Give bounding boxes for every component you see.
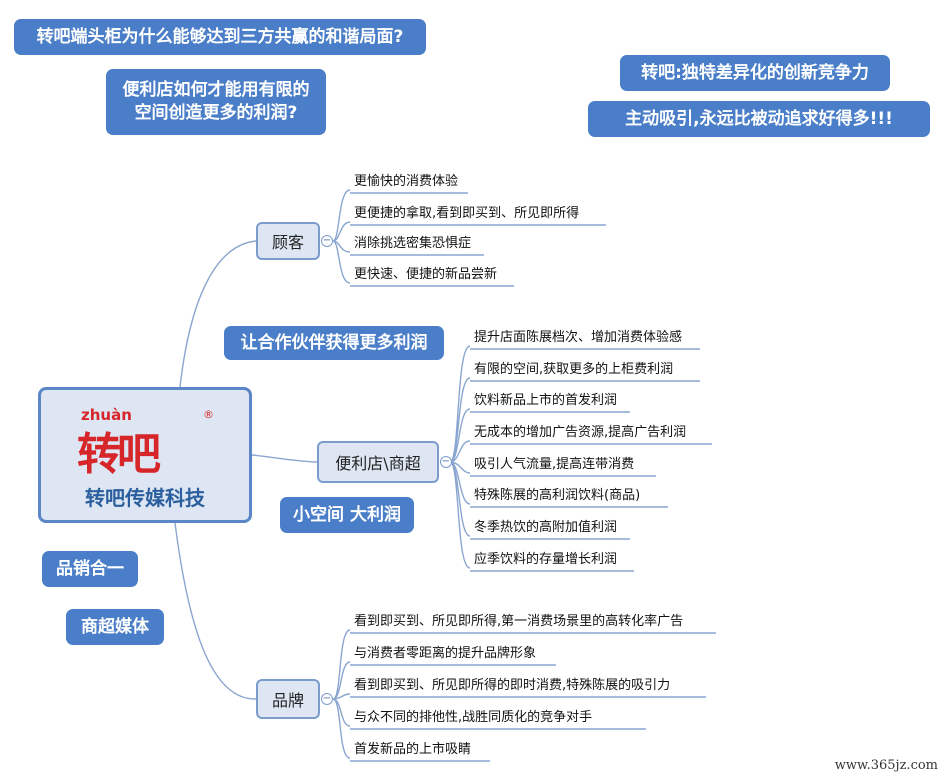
connector-center-store (251, 454, 318, 463)
collapse-toggle-brand[interactable]: − (321, 693, 333, 705)
question-line-2: 空间创造更多的利润? (134, 103, 298, 123)
connector-center-customer (179, 240, 257, 388)
connector-store-leaves (449, 345, 471, 569)
center-logo-node: zhuàn 转吧 ® 转吧传媒科技 (38, 387, 252, 523)
leaf-store-5: 吸引人气流量,提高连带消费 (474, 457, 635, 472)
collapse-toggle-store[interactable]: − (440, 456, 452, 468)
slogan-callout-1: 转吧:独特差异化的创新竞争力 (620, 55, 890, 91)
branch-node-brand[interactable]: 品牌 (256, 679, 320, 719)
leaf-customer-2: 更便捷的拿取,看到即买到、所见即所得 (354, 206, 580, 221)
leaf-brand-5: 首发新品的上市吸睛 (354, 742, 472, 757)
leaf-brand-3: 看到即买到、所见即所得的即时消费,特殊陈展的吸引力 (354, 678, 671, 693)
leaf-brand-2: 与消费者零距离的提升品牌形象 (354, 646, 537, 661)
question-line-1: 便利店如何才能用有限的 (122, 80, 310, 101)
leaf-store-1: 提升店面陈展档次、增加消费体验感 (474, 330, 683, 345)
watermark: www.365jz.com (834, 758, 938, 773)
connector-customer-leaves (332, 189, 351, 284)
leaf-brand-1: 看到即买到、所见即所得,第一消费场景里的高转化率广告 (354, 614, 684, 629)
company-name: 转吧传媒科技 (85, 486, 205, 510)
leaf-store-8: 应季饮料的存量增长利润 (474, 552, 618, 567)
branch-node-store[interactable]: 便利店\商超 (317, 441, 439, 483)
partner-callout: 让合作伙伴获得更多利润 (224, 326, 444, 360)
leaf-store-2: 有限的空间,获取更多的上柜费利润 (474, 362, 674, 377)
brand-merge-callout: 品销合一 (42, 551, 138, 587)
logo-mark: 转吧 (77, 429, 161, 480)
leaf-store-4: 无成本的增加广告资源,提高广告利润 (474, 425, 687, 440)
leaf-store-3: 饮料新品上市的首发利润 (474, 393, 618, 408)
leaf-underlines (350, 192, 716, 762)
leaf-customer-1: 更愉快的消费体验 (354, 174, 459, 189)
leaf-customer-4: 更快速、便捷的新品尝新 (354, 267, 498, 282)
leaf-customer-3: 消除挑选密集恐惧症 (354, 236, 472, 251)
connector-center-brand (174, 522, 257, 700)
connector-brand-leaves (332, 629, 351, 759)
leaf-store-6: 特殊陈展的高利润饮料(商品) (474, 488, 641, 503)
logo-pinyin: zhuàn (81, 406, 132, 424)
media-callout: 商超媒体 (66, 609, 164, 645)
registered-mark: ® (203, 408, 214, 421)
branch-node-customer[interactable]: 顾客 (256, 222, 320, 260)
question-callout: 便利店如何才能用有限的 空间创造更多的利润? (106, 69, 326, 135)
title-callout: 转吧端头柜为什么能够达到三方共赢的和谐局面? (14, 19, 426, 55)
leaf-brand-4: 与众不同的排他性,战胜同质化的竞争对手 (354, 710, 593, 725)
collapse-toggle-customer[interactable]: − (321, 235, 333, 247)
leaf-store-7: 冬季热饮的高附加值利润 (474, 520, 618, 535)
slogan-callout-2: 主动吸引,永远比被动追求好得多!!! (588, 101, 930, 137)
small-space-callout: 小空间 大利润 (280, 497, 414, 533)
